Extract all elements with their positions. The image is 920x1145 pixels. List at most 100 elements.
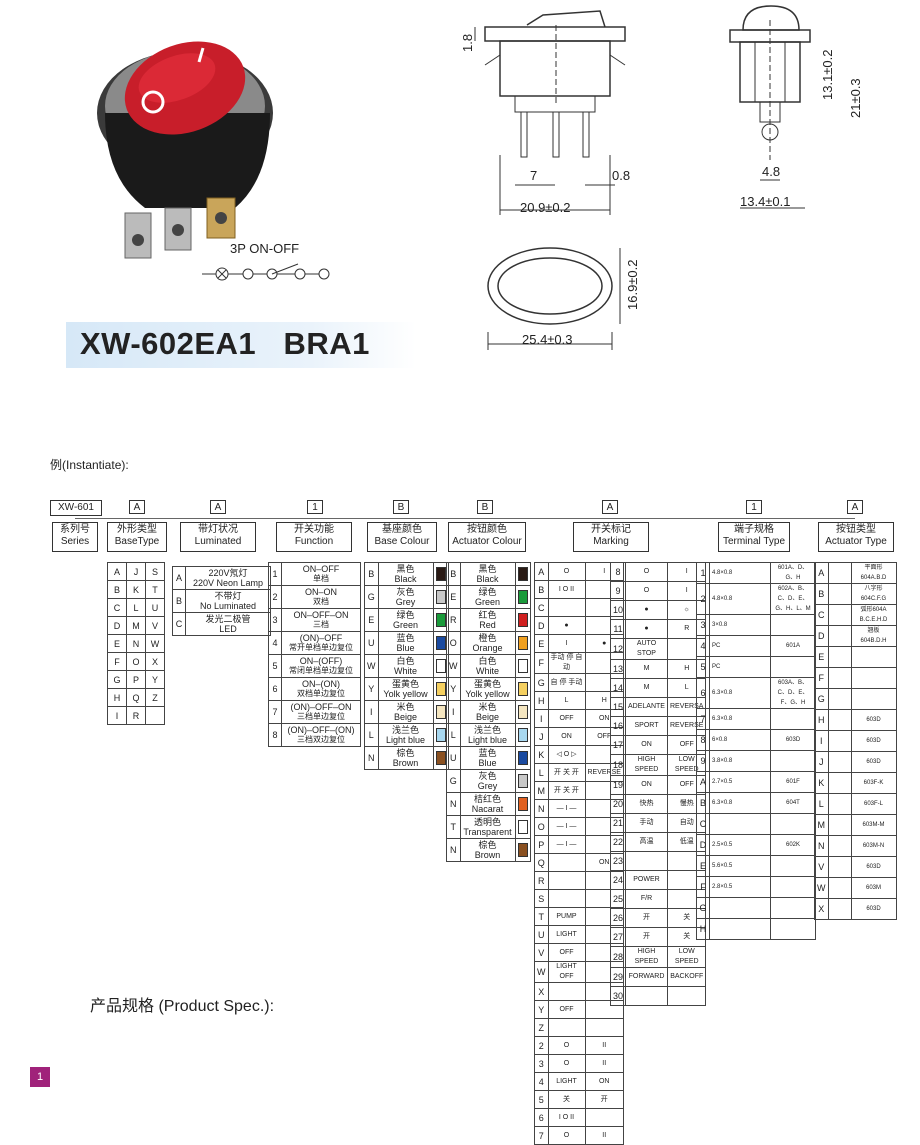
- table-cell: D: [814, 625, 829, 647]
- table-cell: 11: [609, 619, 627, 639]
- colour-cn: 黑色: [396, 564, 415, 574]
- table-cell: 601F: [770, 771, 816, 793]
- table-cell: I: [364, 700, 379, 724]
- table-cell: N: [814, 835, 829, 857]
- colour-en: White: [475, 666, 499, 676]
- table-cell: [514, 654, 531, 678]
- table-cell: BACKOFF: [666, 967, 707, 987]
- table-cell: 26: [609, 908, 627, 928]
- table-row: F: [814, 667, 897, 689]
- table-cell: [827, 772, 852, 794]
- table-cell: E: [446, 585, 461, 609]
- table-cell: [827, 898, 852, 920]
- colour-swatch: [517, 774, 528, 788]
- table-cell: 603D: [850, 730, 897, 752]
- colour-en: Blue: [396, 643, 415, 653]
- table-cell: D: [107, 616, 127, 635]
- table-cell: 604T: [770, 792, 816, 814]
- colour-cn: 白色: [396, 656, 415, 666]
- actuator-type-code: 603M-N: [862, 843, 885, 849]
- function-cn: 常开单档单边复位: [289, 643, 353, 652]
- table-cell: V: [814, 856, 829, 878]
- table-cell: A: [172, 566, 186, 590]
- table-cell: 4: [534, 1072, 549, 1091]
- table-cell: 603M-N: [850, 835, 897, 857]
- table-cell: [514, 562, 531, 586]
- table-cell: [514, 838, 531, 862]
- table-cell: I: [446, 700, 461, 724]
- table-cell: U: [446, 746, 461, 770]
- table-cell: F: [696, 876, 710, 898]
- table-cell: O: [547, 562, 586, 581]
- actuator-type-code: 603D: [866, 717, 881, 723]
- table-row: 10●☼: [609, 600, 707, 620]
- table-cell: S: [145, 562, 165, 581]
- table-cell: [770, 876, 816, 898]
- table-cell: 1: [268, 562, 282, 586]
- table-cell: 5: [268, 654, 282, 678]
- table-cell: ON: [625, 735, 668, 755]
- table-cell: 6×0.8: [709, 729, 771, 751]
- table-cell: 6.3×0.8: [709, 792, 771, 814]
- table-row: E: [814, 646, 897, 668]
- code-actuator-colour: B: [477, 500, 493, 514]
- actuator-type-cn: 翘板: [867, 628, 880, 634]
- table-cell: Y: [364, 677, 379, 701]
- table-cell: J: [814, 751, 829, 773]
- table-cell: P: [534, 835, 549, 854]
- table-cell: 5.6×0.5: [709, 855, 771, 877]
- table-cell: 21: [609, 813, 627, 833]
- table-cell: [432, 608, 449, 632]
- table-cell: S: [534, 889, 549, 908]
- table-cell: [514, 608, 531, 632]
- table-cell: M: [534, 781, 549, 800]
- colour-cn: 蛋黄色: [391, 679, 419, 689]
- table-cell: B: [107, 580, 127, 599]
- table-cell: 17: [609, 735, 627, 755]
- table-cell: L: [446, 723, 461, 747]
- table-cell: 20: [609, 794, 627, 814]
- code-base-type: A: [129, 500, 145, 514]
- table-cell: W: [364, 654, 379, 678]
- table-cell: 2.7×0.5: [709, 771, 771, 793]
- table-cell: R: [126, 706, 146, 725]
- colour-en: Light blue: [385, 735, 426, 745]
- table-cell: PC: [709, 635, 771, 657]
- actuator-type-code: 604B.D.H: [860, 638, 887, 644]
- table-cell: 3: [696, 614, 710, 636]
- colour-swatch: [435, 659, 446, 673]
- table-cell: Q: [126, 688, 146, 707]
- colour-cn: 棕色: [478, 840, 497, 850]
- colour-swatch: [517, 590, 528, 604]
- table-cell: [827, 751, 852, 773]
- side-view-drawing: [729, 5, 811, 209]
- table-cell: C: [107, 598, 127, 617]
- table-cell: B: [696, 792, 710, 814]
- page-number: 1: [30, 1067, 50, 1087]
- table-cell: [514, 746, 531, 770]
- function-cn: 三档: [313, 620, 329, 629]
- table-cell: E: [696, 855, 710, 877]
